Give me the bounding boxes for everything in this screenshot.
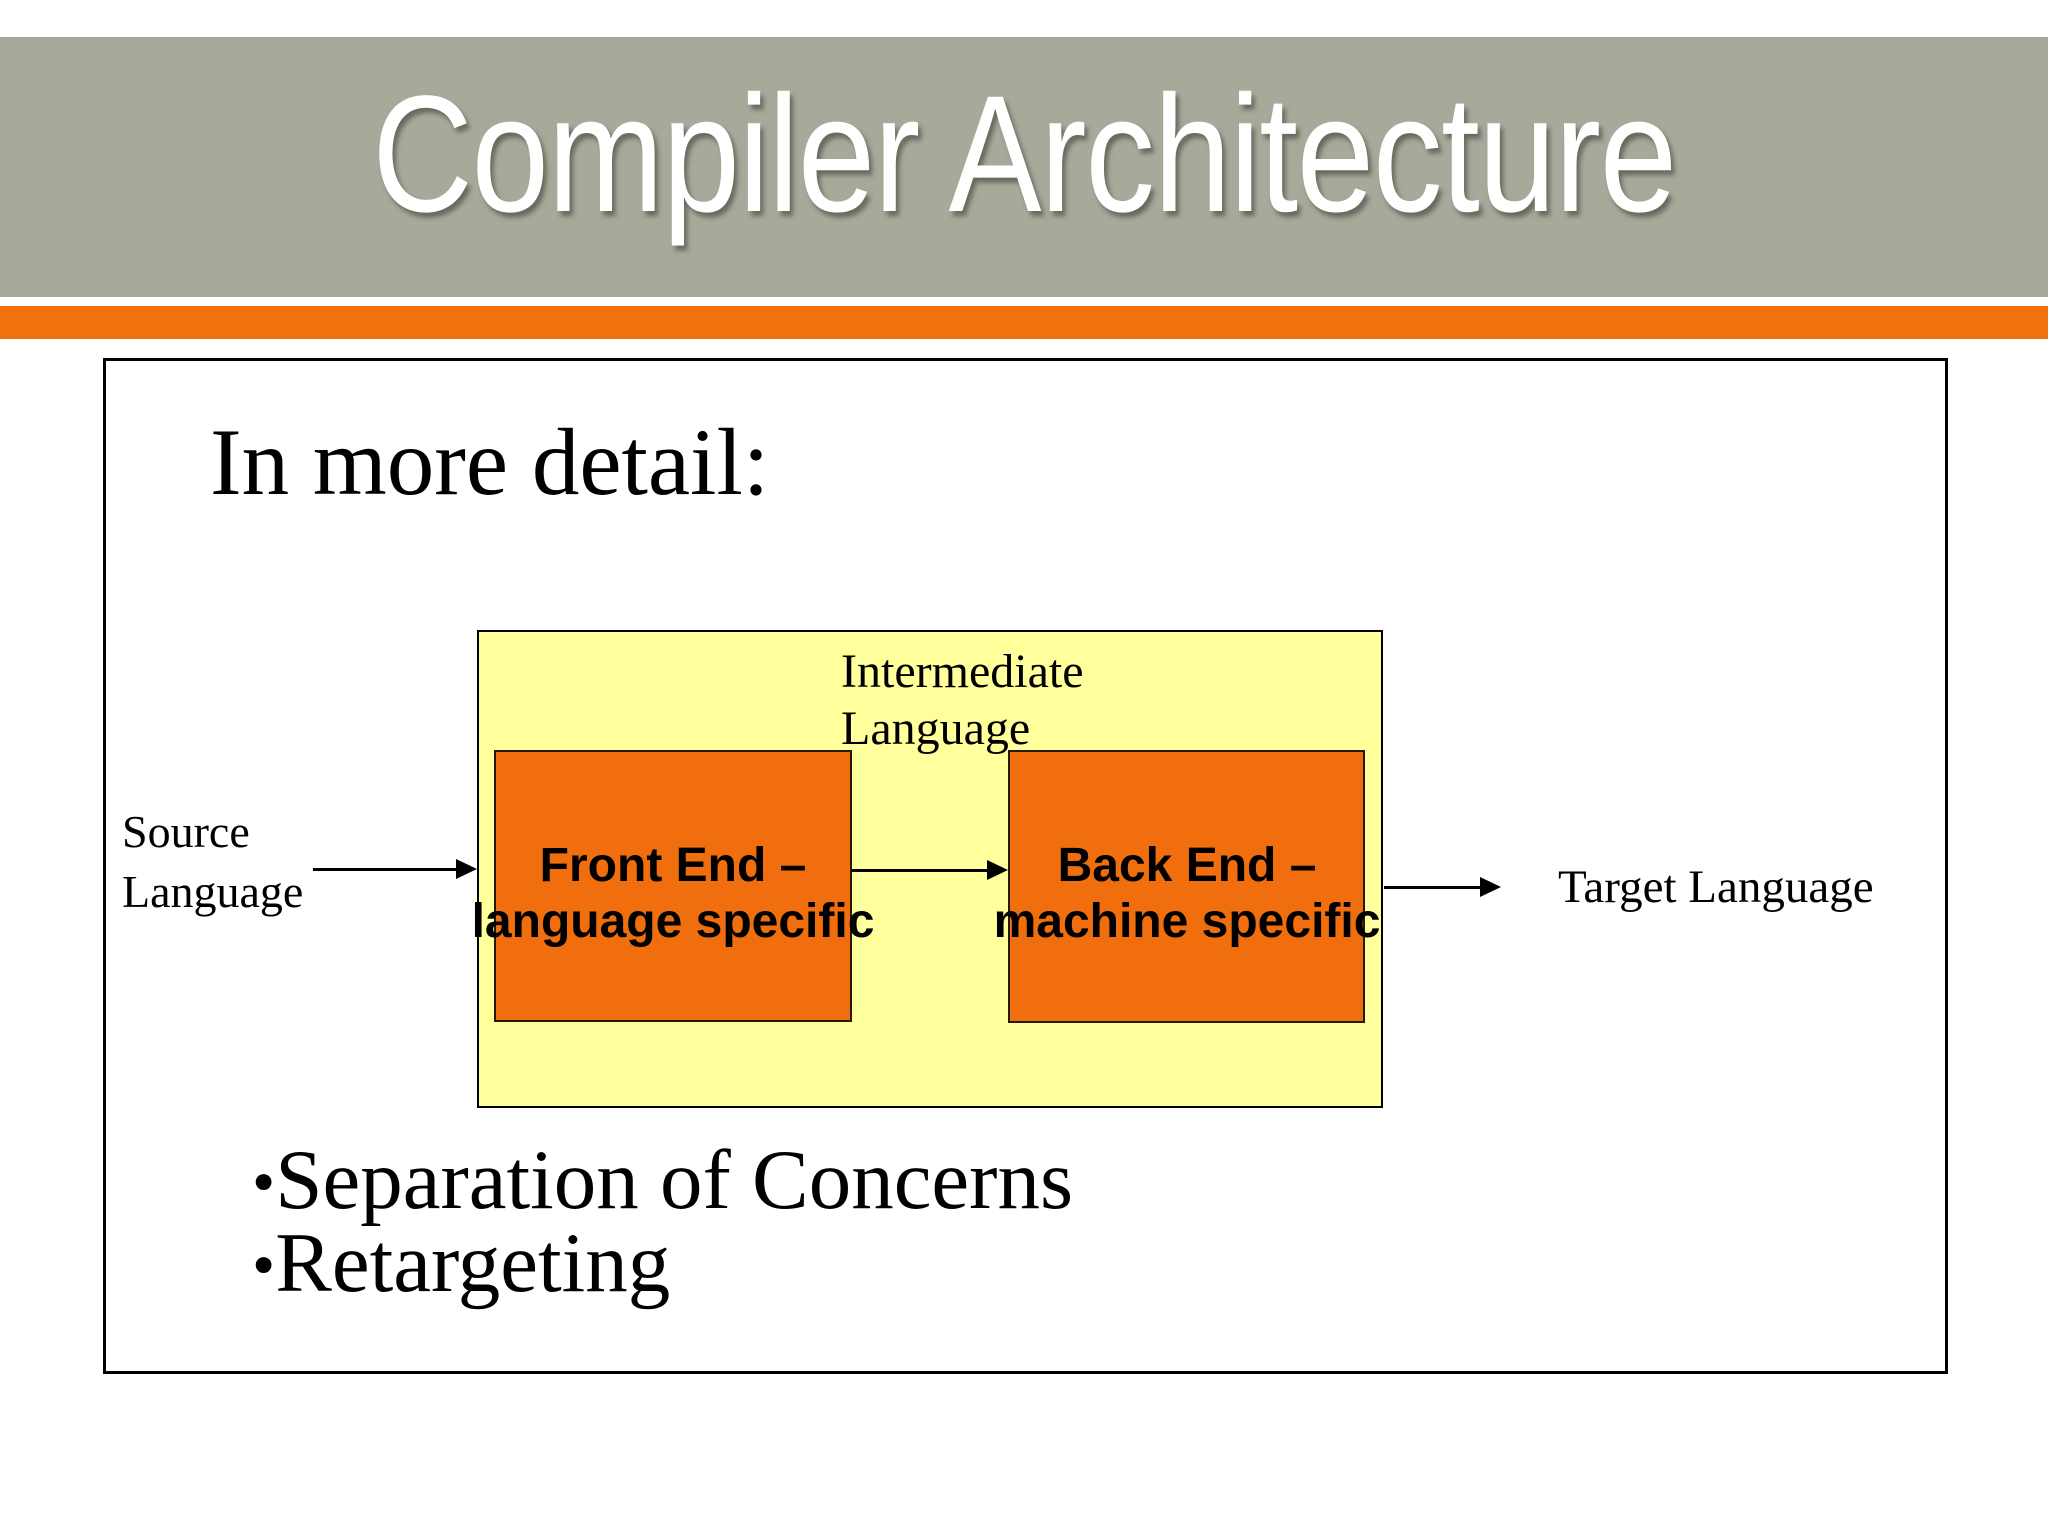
bullet-item: •Retargeting: [252, 1221, 1073, 1306]
front-end-label: Front End – language specific: [471, 839, 875, 948]
slide-heading: In more detail:: [210, 409, 770, 515]
bullet-text: Separation of Concerns: [275, 1133, 1074, 1227]
slide-title: Compiler Architecture: [372, 62, 1677, 247]
arrow-source-to-frontend: [313, 859, 477, 879]
intermediate-language-label: Intermediate Language: [841, 645, 1084, 755]
bullet-item: •Separation of Concerns: [252, 1138, 1073, 1223]
accent-stripe: [0, 306, 2048, 339]
arrow-line: [1384, 885, 1485, 889]
bullet-marker: •: [252, 1229, 276, 1303]
back-end-label: Back End – machine specific: [993, 839, 1381, 948]
target-language-label: Target Language: [1558, 861, 1874, 913]
back-end-box: [1008, 750, 1365, 1023]
arrow-frontend-to-backend: [852, 860, 1008, 880]
bullet-list: •Separation of Concerns •Retargeting: [252, 1138, 1073, 1306]
bullet-marker: •: [252, 1146, 276, 1220]
arrow-line: [852, 868, 992, 872]
arrowhead-icon: [1480, 877, 1501, 897]
header-band: [0, 37, 2048, 297]
arrowhead-icon: [987, 860, 1008, 880]
arrow-line: [313, 867, 461, 871]
arrow-backend-to-target: [1384, 877, 1501, 897]
front-end-box: [494, 750, 852, 1022]
bullet-text: Retargeting: [275, 1216, 671, 1311]
arrowhead-icon: [456, 859, 477, 879]
source-language-label: Source Language: [122, 806, 304, 917]
